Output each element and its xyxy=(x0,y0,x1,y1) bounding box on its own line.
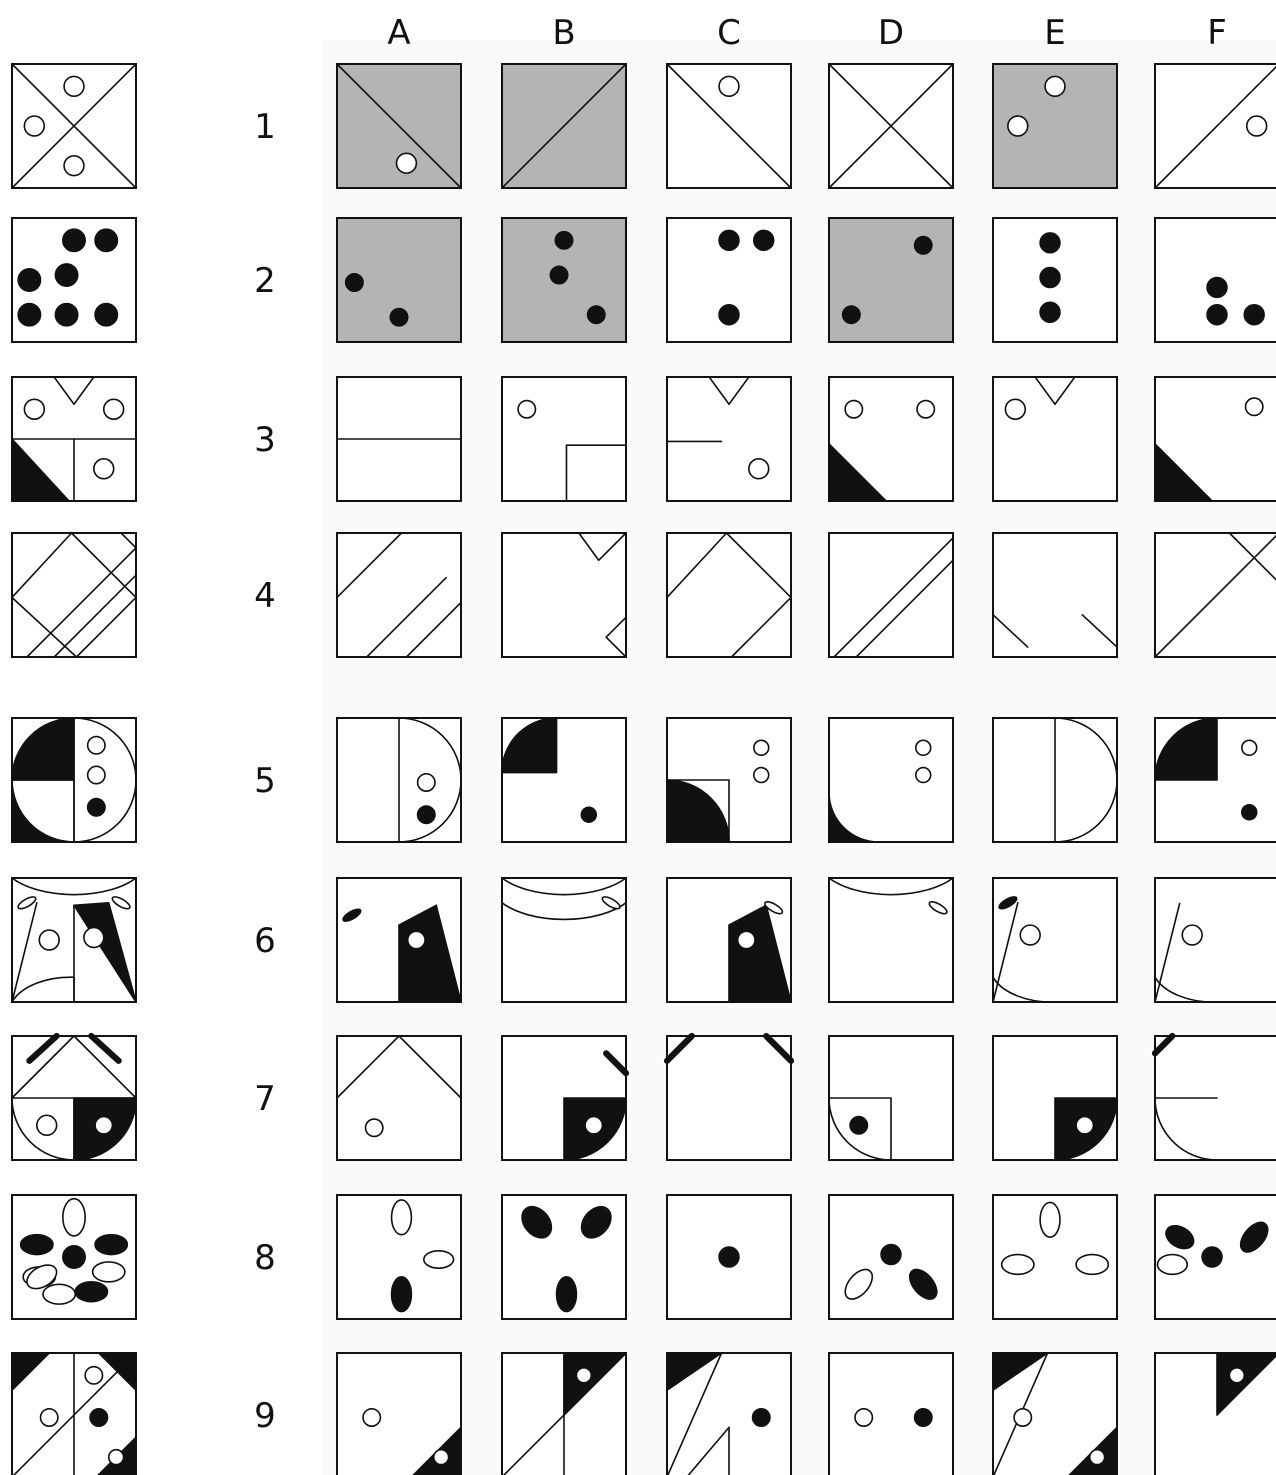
option-a1[interactable] xyxy=(337,64,461,188)
option-a4[interactable] xyxy=(337,533,461,657)
option-b5[interactable] xyxy=(502,718,626,842)
reference-figure-6 xyxy=(12,878,136,1002)
reference-figure-5 xyxy=(12,718,136,842)
option-e8[interactable] xyxy=(993,1195,1117,1319)
column-label-e: E xyxy=(1044,13,1065,53)
row-label-2: 2 xyxy=(254,261,276,301)
option-d1[interactable] xyxy=(829,64,953,188)
option-d6[interactable] xyxy=(829,878,953,1002)
option-b9[interactable] xyxy=(502,1353,626,1475)
option-e6[interactable] xyxy=(993,878,1117,1002)
option-f6[interactable] xyxy=(1155,878,1276,1002)
option-c6[interactable] xyxy=(667,878,791,1002)
option-f7[interactable] xyxy=(1155,1036,1276,1160)
option-f2[interactable] xyxy=(1155,218,1276,342)
option-e4[interactable] xyxy=(993,533,1117,657)
option-a6[interactable] xyxy=(337,878,461,1002)
option-a9[interactable] xyxy=(337,1353,461,1475)
column-label-c: C xyxy=(717,13,741,53)
option-b8[interactable] xyxy=(502,1195,626,1319)
option-b4[interactable] xyxy=(502,533,626,657)
option-f3[interactable] xyxy=(1155,377,1276,501)
option-a2[interactable] xyxy=(337,218,461,342)
option-e7[interactable] xyxy=(993,1036,1117,1160)
reference-figure-9 xyxy=(12,1353,136,1475)
reference-figure-4 xyxy=(12,533,136,657)
option-d7[interactable] xyxy=(829,1036,953,1160)
row-label-7: 7 xyxy=(254,1079,276,1119)
row-labels: 1 2 3 4 5 6 7 8 9 xyxy=(254,107,276,1436)
option-b1[interactable] xyxy=(502,64,626,188)
option-c9[interactable] xyxy=(667,1353,791,1475)
row-label-4: 4 xyxy=(254,576,276,616)
option-d8[interactable] xyxy=(829,1195,953,1319)
option-d4[interactable] xyxy=(829,533,953,657)
option-a3[interactable] xyxy=(337,377,461,501)
option-b6[interactable] xyxy=(502,878,626,1002)
option-e9[interactable] xyxy=(993,1353,1117,1475)
option-f4[interactable] xyxy=(1155,533,1276,657)
column-label-a: A xyxy=(387,13,410,53)
option-c2[interactable] xyxy=(667,218,791,342)
column-label-f: F xyxy=(1207,13,1227,53)
option-a7[interactable] xyxy=(337,1036,461,1160)
column-label-d: D xyxy=(878,13,904,53)
option-b2[interactable] xyxy=(502,218,626,342)
row-label-5: 5 xyxy=(254,761,276,801)
reference-figure-1 xyxy=(12,64,136,188)
column-label-b: B xyxy=(552,13,575,53)
reference-figure-2 xyxy=(12,218,136,342)
option-f1[interactable] xyxy=(1155,64,1276,188)
reference-figure-3 xyxy=(12,377,136,501)
option-c8[interactable] xyxy=(667,1195,791,1319)
option-e5[interactable] xyxy=(993,718,1117,842)
option-c1[interactable] xyxy=(667,64,791,188)
option-c5[interactable] xyxy=(667,718,791,842)
option-c7[interactable] xyxy=(667,1036,791,1160)
option-f9[interactable] xyxy=(1155,1353,1276,1475)
option-f8[interactable] xyxy=(1155,1195,1276,1319)
row-label-9: 9 xyxy=(254,1396,276,1436)
option-d9[interactable] xyxy=(829,1353,953,1475)
option-b7[interactable] xyxy=(502,1036,626,1160)
option-a5[interactable] xyxy=(337,718,461,842)
option-e2[interactable] xyxy=(993,218,1117,342)
reference-figure-7 xyxy=(12,1036,136,1160)
option-d5[interactable] xyxy=(829,718,953,842)
option-b3[interactable] xyxy=(502,377,626,501)
options-panel xyxy=(322,40,1276,1475)
row-label-1: 1 xyxy=(254,107,276,147)
row-label-6: 6 xyxy=(254,921,276,961)
option-c4[interactable] xyxy=(667,533,791,657)
option-e1[interactable] xyxy=(993,64,1117,188)
row-label-3: 3 xyxy=(254,420,276,460)
option-c3[interactable] xyxy=(667,377,791,501)
option-d2[interactable] xyxy=(829,218,953,342)
option-a8[interactable] xyxy=(337,1195,461,1319)
option-d3[interactable] xyxy=(829,377,953,501)
option-f5[interactable] xyxy=(1155,718,1276,842)
reference-figure-8 xyxy=(12,1195,136,1319)
row-label-8: 8 xyxy=(254,1238,276,1278)
option-e3[interactable] xyxy=(993,377,1117,501)
